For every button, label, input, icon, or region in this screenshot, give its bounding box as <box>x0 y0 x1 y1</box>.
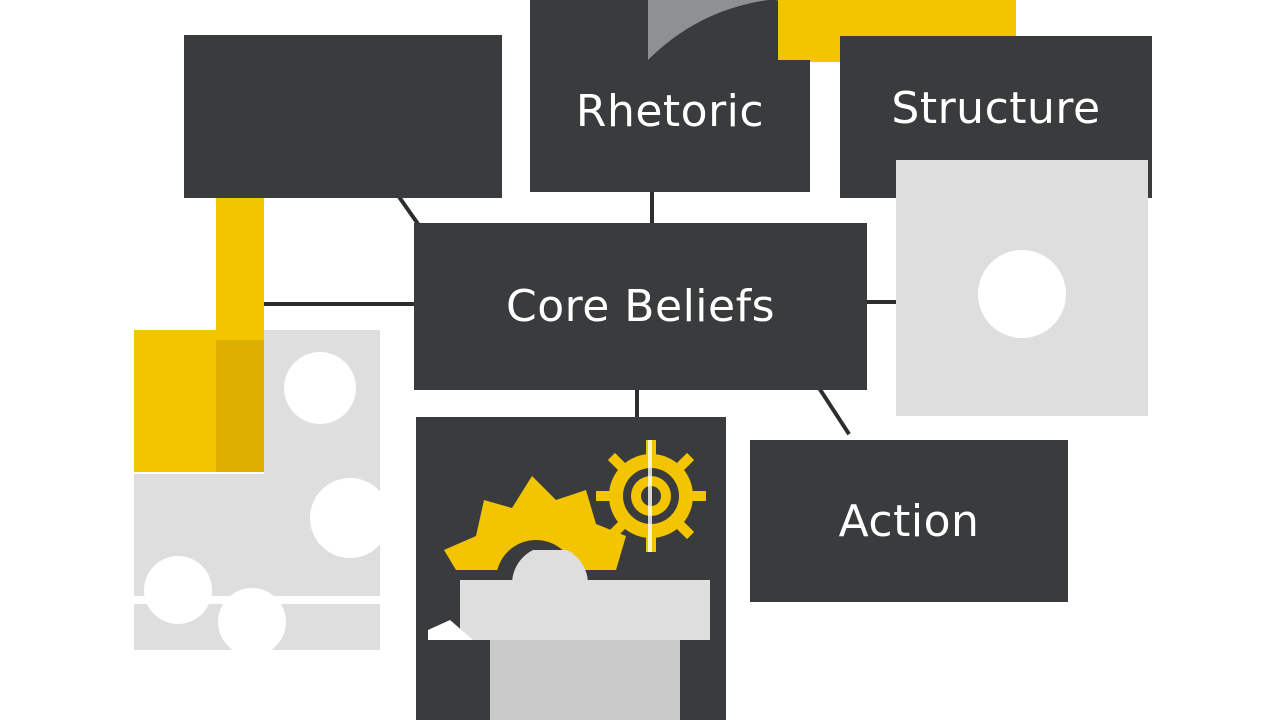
right-panel-circle <box>978 250 1066 338</box>
connector-rhetoric-core <box>650 190 654 226</box>
connector-core-bottom <box>635 390 639 420</box>
node-rhetoric-label: Rhetoric <box>575 85 765 137</box>
puzzle-piece-icon <box>134 330 384 650</box>
top-gray-shape <box>648 0 778 64</box>
connector-core-right <box>866 300 898 304</box>
connector-core-action <box>818 387 851 436</box>
node-core-beliefs: Core Beliefs <box>414 223 867 390</box>
node-rhetoric: Rhetoric <box>530 60 810 192</box>
connector-left-core <box>262 302 416 306</box>
left-yellow-shade <box>216 340 264 472</box>
node-core-beliefs-label: Core Beliefs <box>505 281 775 332</box>
node-structure-label: Structure <box>891 82 1101 134</box>
node-blank <box>184 35 502 198</box>
left-yellow-bar <box>216 198 264 338</box>
gray-gear-shapes <box>420 550 710 720</box>
node-action-label: Action <box>838 495 980 547</box>
right-gray-panel <box>896 160 1148 416</box>
connector-blank-core <box>396 193 420 226</box>
gear-icon <box>596 440 706 552</box>
node-action: Action <box>750 440 1068 602</box>
